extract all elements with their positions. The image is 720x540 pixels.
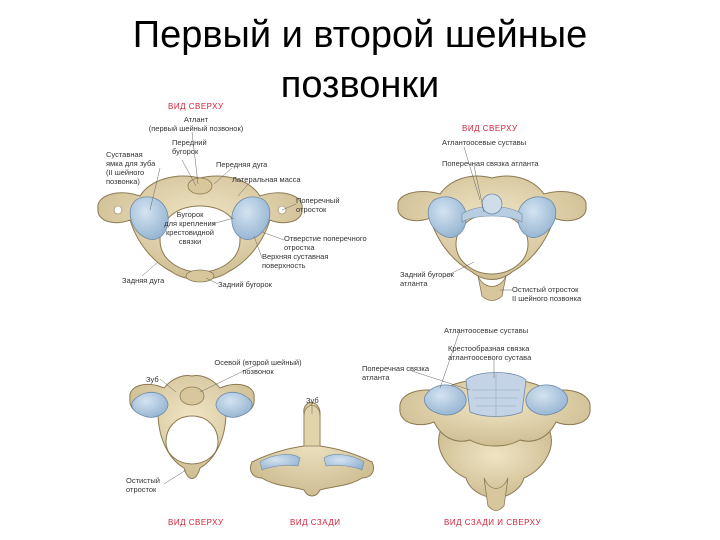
label-spinous-process-c-line-2: отросток: [126, 485, 157, 494]
label-lateral-mass: Латеральная масса: [232, 175, 301, 184]
title-line-2: позвонки: [280, 64, 440, 106]
label-transverse-process-line-1: Поперечный: [296, 196, 340, 205]
label-superior-facet-line-2: поверхность: [262, 261, 306, 270]
view-label-e: ВИД СЗАДИ И СВЕРХУ: [444, 518, 542, 527]
view-label-b: ВИД СВЕРХУ: [462, 124, 518, 133]
label-axis: Осевой (второй шейный) позвонок: [206, 358, 310, 376]
atlas-lateral-mass-right-e: [525, 384, 568, 416]
label-atlantoaxial-joint: Атлантоосевые суставы: [442, 138, 527, 147]
label-axis-spinous-process: Остистый отросток II шейного позвонка: [512, 285, 581, 303]
axis-facet-right-d: [323, 454, 365, 471]
label-cruciform-ligament: Крестообразная связка атлантоосевого сус…: [448, 344, 531, 362]
label-ligament-tubercle-line-4: связки: [178, 237, 202, 246]
axis-spinous-e: [483, 477, 509, 511]
axis-back-view: [249, 402, 375, 497]
axis-facet-left-d: [259, 454, 301, 471]
label-atlantoaxial-joints-e: Атлантоосевые суставы: [444, 326, 529, 335]
label-transverse-ligament: Поперечная связка атланта: [442, 159, 539, 168]
view-label-a: ВИД СВЕРХУ: [168, 102, 224, 111]
label-dens-facet-line-2: ямка для зуба: [106, 159, 156, 168]
label-transverse-process-line-2: отросток: [296, 205, 327, 214]
atlas-lateral-mass-left-e: [424, 384, 467, 416]
label-transverse-ligament-e-line-2: атланта: [362, 373, 390, 382]
label-atlas-posterior-tubercle-line-2: атланта: [400, 279, 428, 288]
atlas-with-dens-top-view: [397, 175, 587, 301]
label-transverse-ligament-e: Поперечная связка атланта: [362, 364, 429, 382]
label-anterior-tubercle: Передний бугорок: [172, 138, 207, 156]
label-superior-facet-line-1: Верхняя суставная: [262, 252, 329, 261]
label-posterior-tubercle: Задний бугорок: [218, 280, 272, 289]
axis-spinous-b: [477, 275, 507, 301]
axis-facet-right-c: [215, 391, 253, 418]
label-posterior-arch: Задняя дуга: [122, 276, 165, 285]
atlas-axis-back-top-view: [399, 372, 591, 511]
axis-posterior-d: [249, 402, 375, 497]
label-dens-c: Зуб: [146, 375, 159, 384]
label-ligament-tubercle-line-1: Бугорок: [176, 210, 204, 219]
atlas-ring-b: [397, 175, 587, 280]
axis-top-view: [129, 375, 255, 479]
label-atlas-posterior-tubercle-line-1: Задний бугорок: [400, 270, 454, 279]
page-title: Первый и второй шейные позвонки: [0, 10, 720, 110]
cruciform-ligament-fibers-e: [472, 374, 520, 416]
label-dens-d: Зуб: [306, 396, 319, 405]
label-cruciform-ligament-line-2: атлантоосевого сустава: [448, 353, 532, 362]
label-transverse-process: Поперечный отросток: [296, 196, 340, 214]
leader-lines: [141, 131, 512, 485]
posterior-tubercle-a: [185, 269, 215, 283]
label-axis-spinous-process-line-1: Остистый отросток: [512, 285, 579, 294]
label-atlas: Атлант (первый шейный позвонок): [146, 115, 246, 133]
label-anterior-tubercle-line-1: Передний: [172, 138, 207, 147]
label-superior-facet: Верхняя суставная поверхность: [262, 252, 328, 270]
dens-c: [179, 386, 205, 406]
label-axis-line-2: позвонок: [242, 367, 274, 376]
label-axis-line-1: Осевой (второй шейный): [214, 358, 302, 367]
label-transverse-foramen: Отверстие поперечного отростка: [284, 234, 367, 252]
anterior-tubercle-a: [187, 177, 213, 195]
label-spinous-process-c: Остистый отросток: [126, 476, 160, 494]
label-anterior-arch: Передняя дуга: [216, 160, 268, 169]
label-atlas-posterior-tubercle: Задний бугорок атланта: [400, 270, 454, 288]
label-ligament-tubercle-line-3: крестовидной: [166, 228, 214, 237]
view-label-c: ВИД СВЕРХУ: [168, 518, 224, 527]
label-dens-facet-line-3: (II шейного: [106, 168, 145, 177]
label-ligament-tubercle-line-2: для крепления: [164, 219, 216, 228]
label-dens-facet-line-4: позвонка): [106, 177, 140, 186]
label-transverse-ligament-e-line-1: Поперечная связка: [362, 364, 430, 373]
label-atlas-line-1: Атлант: [183, 115, 209, 124]
atlas-lateral-mass-left-a: [129, 196, 169, 240]
label-transverse-foramen-line-1: Отверстие поперечного: [284, 234, 367, 243]
label-ligament-tubercle: Бугорок для крепления крестовидной связк…: [158, 210, 222, 246]
title-line-1: Первый и второй шейные: [132, 14, 588, 56]
label-atlas-line-2: (первый шейный позвонок): [148, 124, 244, 133]
label-cruciform-ligament-line-1: Крестообразная связка: [448, 344, 530, 353]
dens-b: [481, 193, 503, 215]
label-transverse-foramen-line-2: отростка: [284, 243, 315, 252]
transverse-foramen-left-a: [113, 205, 123, 215]
dens-d: [303, 405, 321, 447]
label-dens-facet: Суставная ямка для зуба (II шейного позв…: [106, 150, 155, 186]
label-dens-facet-line-1: Суставная: [106, 150, 143, 159]
label-axis-spinous-process-line-2: II шейного позвонка: [512, 294, 582, 303]
label-anterior-tubercle-line-2: бугорок: [172, 147, 199, 156]
label-spinous-process-c-line-1: Остистый: [126, 476, 160, 485]
atlas-lateral-mass-right-a: [231, 196, 271, 240]
atlas-lateral-mass-right-b: [517, 196, 557, 238]
axis-facet-left-c: [131, 391, 169, 418]
atlas-lateral-mass-left-b: [427, 196, 467, 238]
atlas-top-view: [97, 175, 303, 283]
view-label-d: ВИД СЗАДИ: [290, 518, 341, 527]
